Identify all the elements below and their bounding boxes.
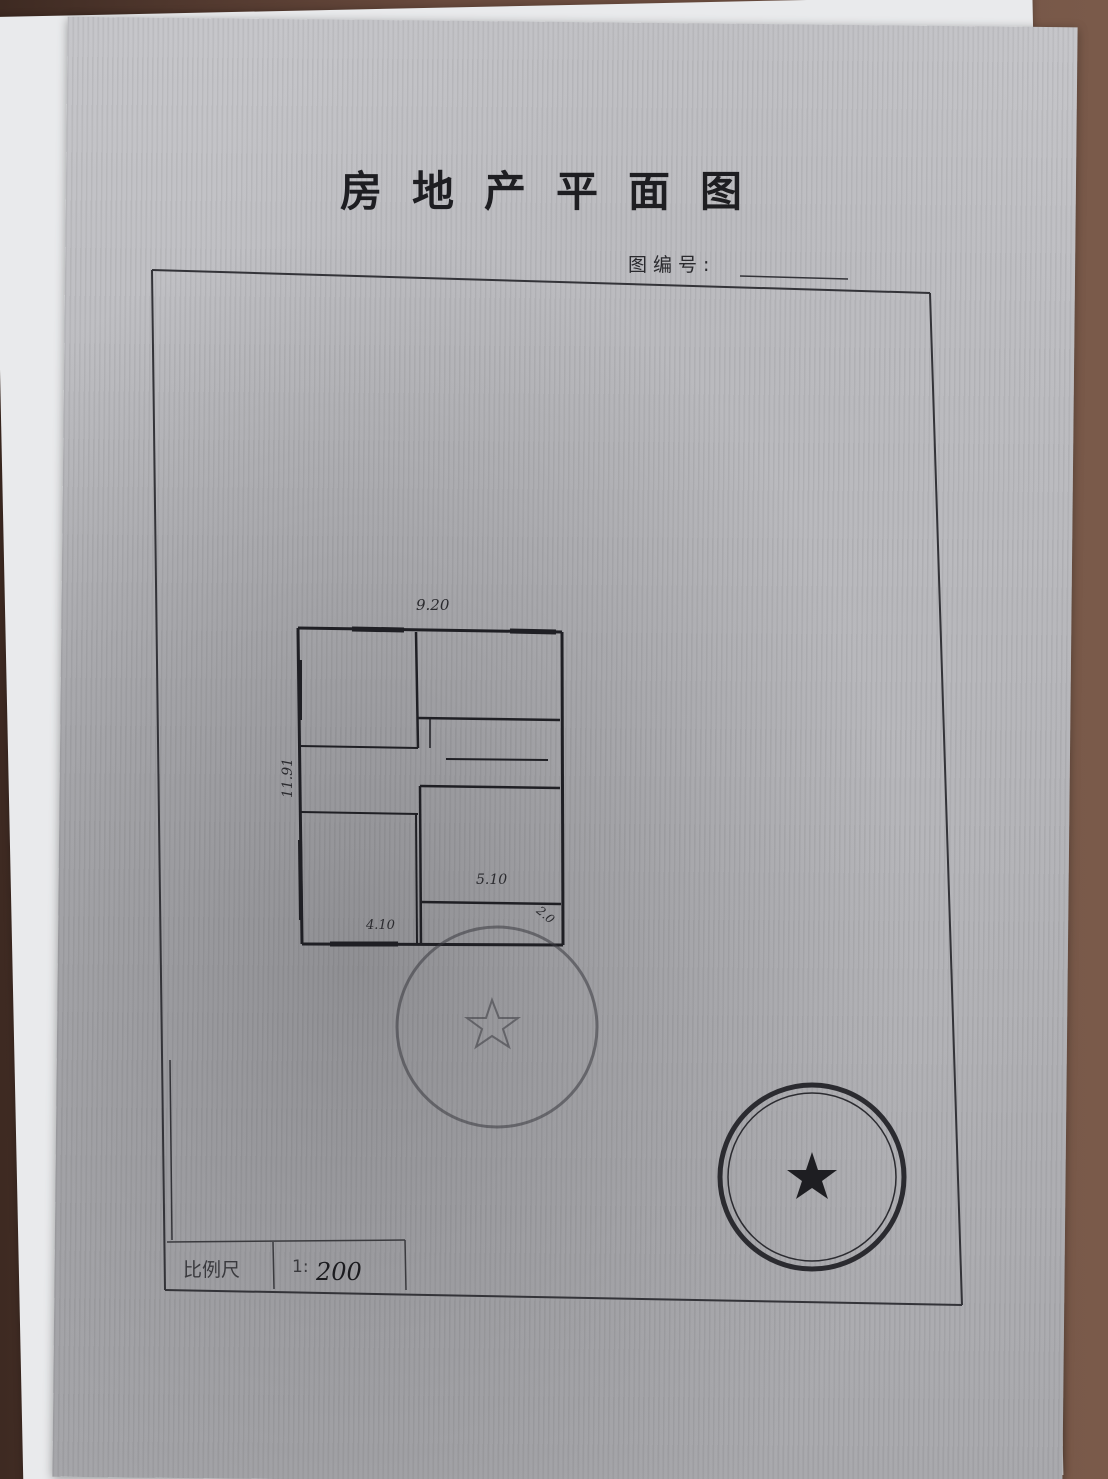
scale-box: [166, 1239, 407, 1291]
floor-plan: [296, 626, 565, 947]
scale-ratio-prefix: 1:: [292, 1257, 309, 1277]
faded-seal: [395, 925, 599, 1129]
map-number-label: 图编号:: [628, 254, 716, 276]
scale-label: 比例尺: [183, 1259, 241, 1281]
dimension-inner: 5.10: [476, 872, 508, 888]
dimension-top: 9.20: [416, 596, 450, 614]
dimension-left: 11.91: [280, 757, 297, 799]
star-icon: [787, 1152, 837, 1199]
star-icon: [463, 997, 522, 1050]
page-title: 房地产平面图: [340, 167, 773, 216]
dimension-bottom-left: 4.10: [366, 918, 395, 933]
registration-seal: [717, 1082, 907, 1272]
plan-frame: [151, 269, 963, 1306]
scale-value: 200: [316, 1258, 362, 1286]
